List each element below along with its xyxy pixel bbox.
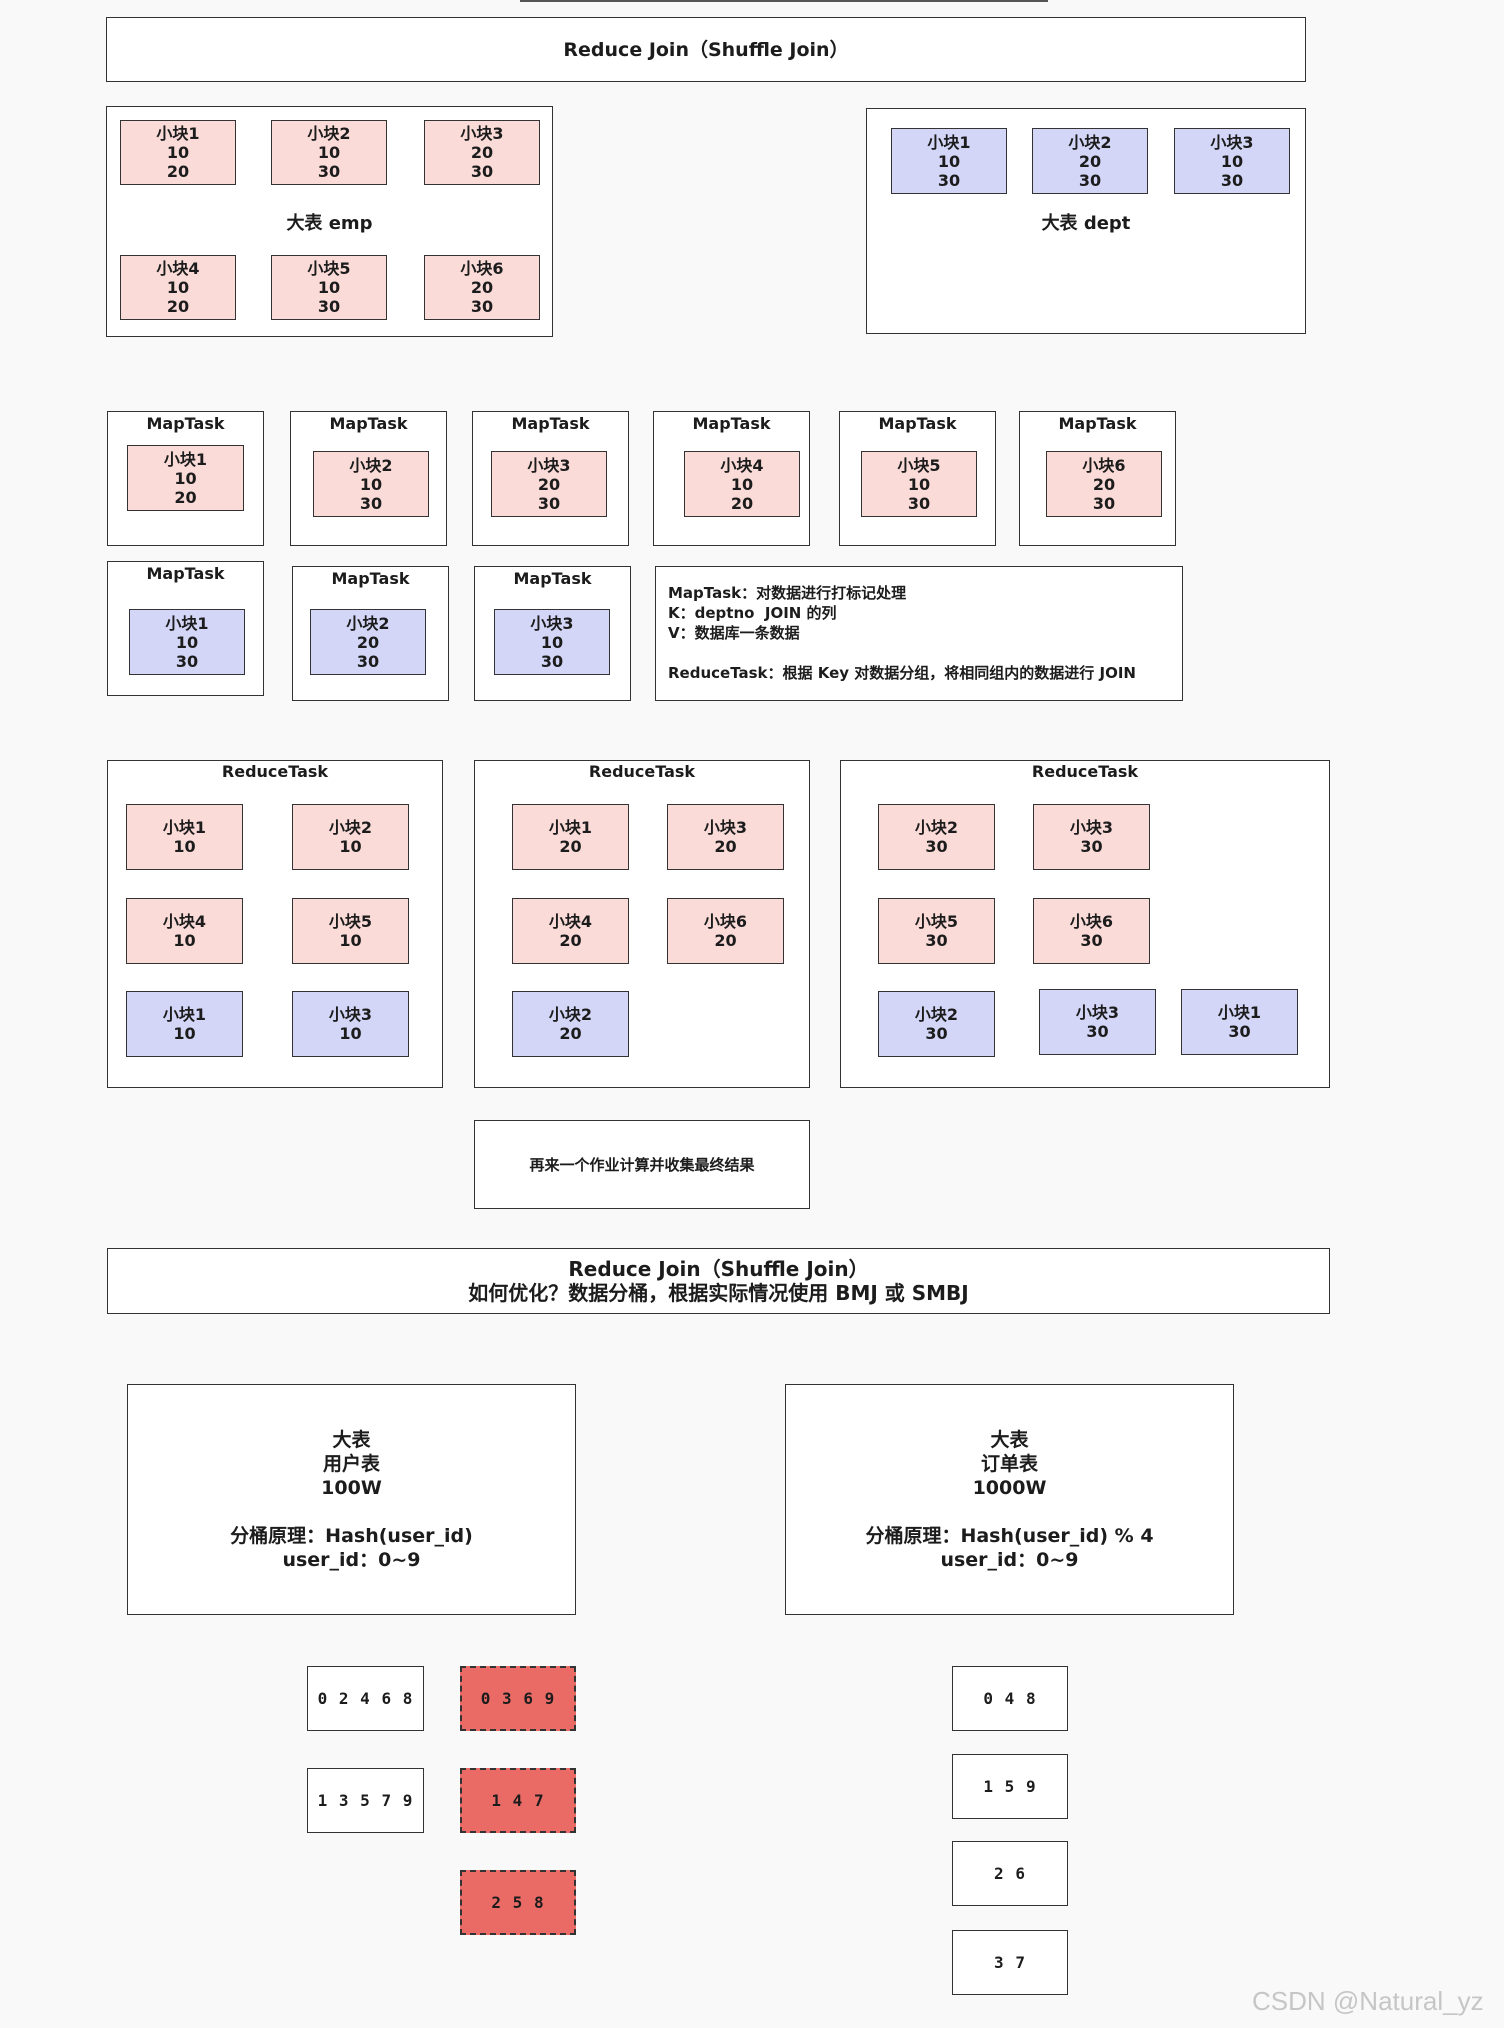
maptask-dept-block-2: 小块2 20 30	[310, 609, 426, 675]
maptask-emp-block-4: 小块4 10 20	[684, 451, 800, 517]
maptask-emp-block-6: 小块6 20 30	[1046, 451, 1162, 517]
dept-block-2: 小块2 20 30	[1032, 128, 1148, 194]
maptask-title: MapTask	[1058, 413, 1137, 433]
reduce-block: 小块2 20	[512, 991, 629, 1057]
reducetask-title: ReduceTask	[1031, 761, 1139, 781]
order-bucket: 2 6	[952, 1841, 1068, 1906]
final-job-box: 再来一个作业计算并收集最终结果	[474, 1120, 810, 1209]
maptask-description-note: MapTask：对数据进行打标记处理 K：deptno JOIN 的列 V：数据…	[655, 566, 1183, 701]
emp-block-4: 小块4 10 20	[120, 255, 236, 320]
reduce-block: 小块2 10	[292, 804, 409, 870]
maptask-title: MapTask	[513, 568, 592, 588]
maptask-dept-block-3: 小块3 10 30	[494, 609, 610, 675]
reduce-block: 小块6 30	[1033, 898, 1150, 964]
reduce-block: 小块3 10	[292, 991, 409, 1057]
maptask-dept-block-1: 小块1 10 30	[129, 609, 245, 675]
maptask-title: MapTask	[331, 568, 410, 588]
reduce-block: 小块1 30	[1181, 989, 1298, 1055]
user-bucket: 0 2 4 6 8	[307, 1666, 424, 1731]
maptask-emp-block-5: 小块5 10 30	[861, 451, 977, 517]
user-bucket-mod3: 2 5 8	[460, 1870, 576, 1935]
emp-block-3: 小块3 20 30	[424, 120, 540, 185]
maptask-title: MapTask	[511, 413, 590, 433]
maptask-title: MapTask	[329, 413, 408, 433]
watermark: CSDN @Natural_yz	[1252, 1986, 1484, 2016]
reduce-block: 小块1 20	[512, 804, 629, 870]
reduce-block: 小块3 30	[1033, 804, 1150, 870]
dept-table-label: 大表 dept	[1041, 213, 1131, 234]
order-bucket: 3 7	[952, 1930, 1068, 1995]
maptask-title: MapTask	[878, 413, 957, 433]
reduce-block: 小块5 30	[878, 898, 995, 964]
emp-block-2: 小块2 10 30	[271, 120, 387, 185]
optimization-title: Reduce Join（Shuffle Join） 如何优化？数据分桶，根据实际…	[107, 1248, 1330, 1314]
maptask-title: MapTask	[692, 413, 771, 433]
emp-block-6: 小块6 20 30	[424, 255, 540, 320]
maptask-emp-block-2: 小块2 10 30	[313, 451, 429, 517]
reduce-block: 小块3 20	[667, 804, 784, 870]
reduce-block: 小块1 10	[126, 804, 243, 870]
reducetask-title: ReduceTask	[221, 761, 329, 781]
title-reduce-join: Reduce Join（Shuffle Join）	[106, 17, 1306, 82]
maptask-title: MapTask	[146, 563, 225, 583]
user-table-box: 大表 用户表 100W 分桶原理：Hash(user_id) user_id：0…	[127, 1384, 576, 1615]
order-bucket: 1 5 9	[952, 1754, 1068, 1819]
user-bucket-mod3: 0 3 6 9	[460, 1666, 576, 1731]
reduce-block: 小块5 10	[292, 898, 409, 964]
reduce-block: 小块1 10	[126, 991, 243, 1057]
emp-block-1: 小块1 10 20	[120, 120, 236, 185]
reduce-block: 小块3 30	[1039, 989, 1156, 1055]
order-bucket: 0 4 8	[952, 1666, 1068, 1731]
reduce-block: 小块2 30	[878, 991, 995, 1057]
maptask-title: MapTask	[146, 413, 225, 433]
dept-block-3: 小块3 10 30	[1174, 128, 1290, 194]
reduce-block: 小块6 20	[667, 898, 784, 964]
reduce-block: 小块4 10	[126, 898, 243, 964]
maptask-emp-block-3: 小块3 20 30	[491, 451, 607, 517]
reducetask-title: ReduceTask	[588, 761, 696, 781]
reduce-block: 小块4 20	[512, 898, 629, 964]
order-table-box: 大表 订单表 1000W 分桶原理：Hash(user_id) % 4 user…	[785, 1384, 1234, 1615]
maptask-emp-block-1: 小块1 10 20	[127, 445, 244, 511]
emp-block-5: 小块5 10 30	[271, 255, 387, 320]
user-bucket-mod3: 1 4 7	[460, 1768, 576, 1833]
emp-table-label: 大表 emp	[286, 213, 373, 234]
dept-block-1: 小块1 10 30	[891, 128, 1007, 194]
user-bucket: 1 3 5 7 9	[307, 1768, 424, 1833]
reduce-block: 小块2 30	[878, 804, 995, 870]
top-divider	[520, 0, 1048, 2]
